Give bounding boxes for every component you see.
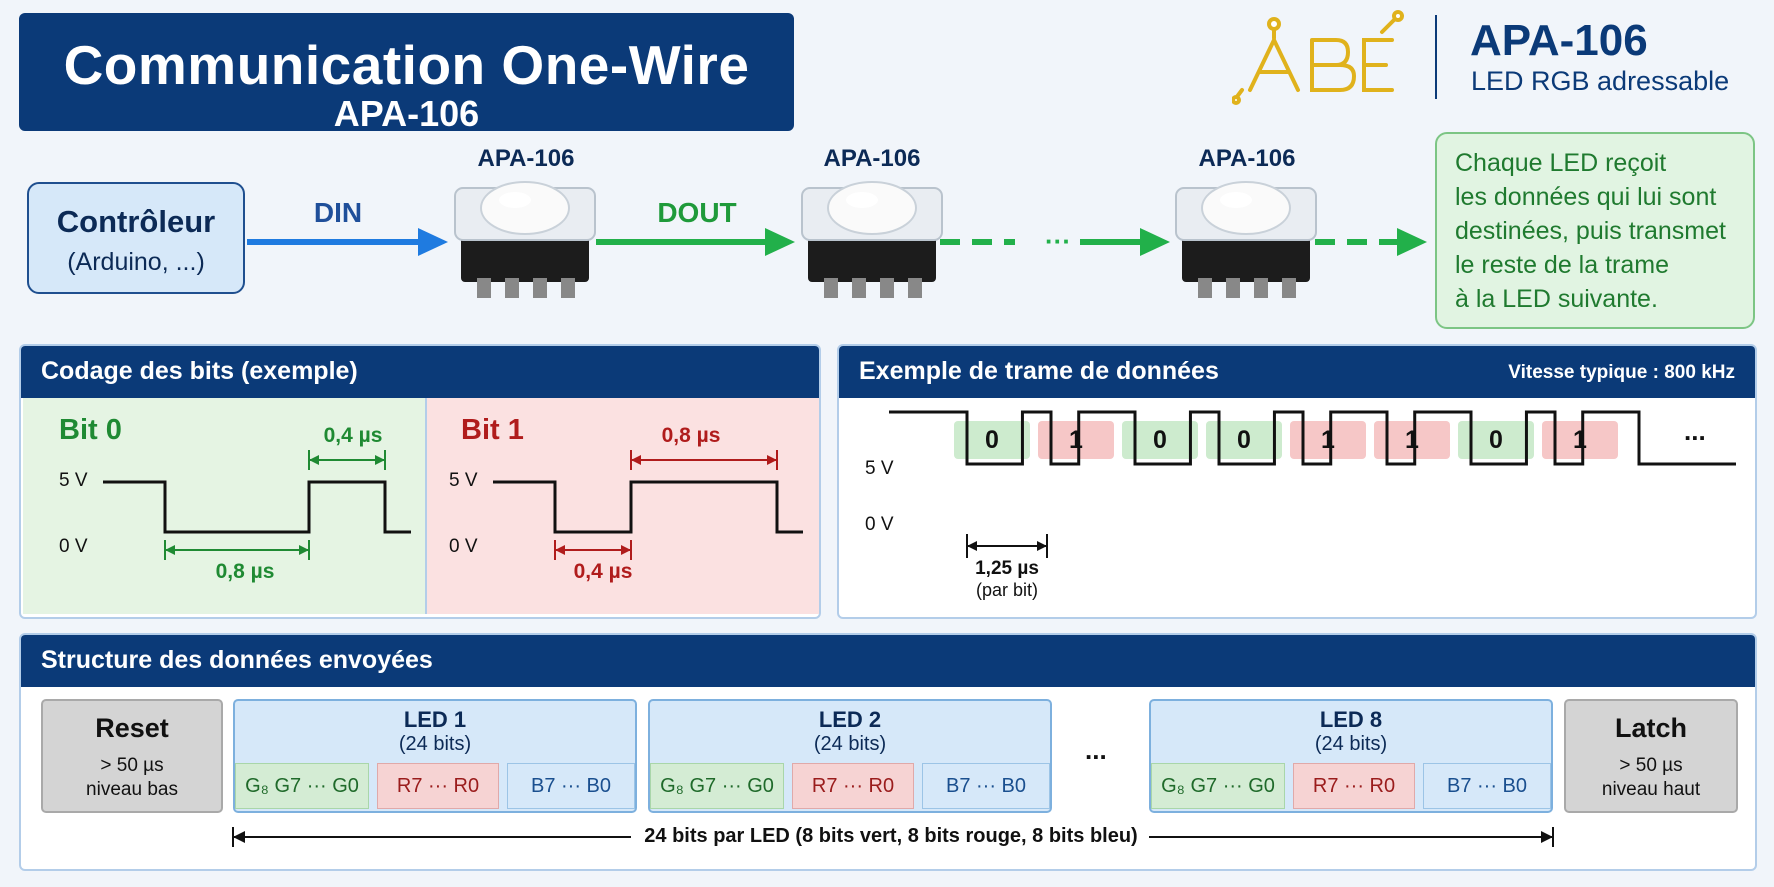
led-info-note: Chaque LED reçoit les données qui lui so… (1435, 132, 1755, 329)
bit1-low-time: 0,4 µs (573, 560, 633, 583)
bit0-low-time: 0,8 µs (215, 560, 275, 583)
page-title: Communication One-Wire (63, 34, 750, 96)
bit-coding-title: Codage des bits (exemple) (21, 346, 819, 398)
frame-waveform-area (889, 410, 1736, 558)
brand-subtitle: LED RGB adressable (1471, 66, 1730, 96)
reset-line1: > 50 µs (100, 755, 164, 776)
bit0-vhigh: 5 V (59, 470, 88, 491)
chain-diagram: ··· (247, 181, 1427, 298)
latch-title: Latch (1614, 713, 1687, 743)
led-label-3: APA-106 (1198, 145, 1296, 172)
frame-bit-time: 1,25 µs (975, 558, 1039, 579)
title-banner: Communication One-Wire APA-106 (19, 13, 794, 134)
controller-title: Contrôleur (56, 204, 216, 239)
bit1-high-time: 0,8 µs (661, 424, 721, 447)
led-chip-icon-2 (801, 181, 943, 298)
bit1-title: Bit 1 (461, 414, 524, 446)
bit1-vlow: 0 V (449, 536, 478, 557)
frame-panel: Exemple de trame de données Vitesse typi… (837, 344, 1757, 619)
latch-line2: niveau haut (1601, 779, 1701, 800)
led-chip-icon-1 (454, 181, 596, 298)
bit1-vhigh: 5 V (449, 470, 478, 491)
structure-footer: 24 bits par LED (8 bits vert, 8 bits rou… (644, 825, 1138, 847)
led8-blue-bits: B7 ··· B0 (1423, 763, 1551, 809)
latch-line1: > 50 µs (1619, 755, 1683, 776)
frame-speed: Vitesse typique : 800 kHz (1508, 362, 1735, 383)
bit-divider (425, 398, 427, 614)
latch-box: Latch > 50 µs niveau haut (1564, 699, 1738, 813)
brand-divider (1435, 15, 1437, 99)
abe-logo-icon (1232, 10, 1404, 105)
led-block-8: LED 8 (24 bits) G₈ G7 ··· G0 R7 ··· R0 B… (1149, 699, 1553, 813)
bit-coding-panel: Codage des bits (exemple) Bit 0 Bit 1 5 … (19, 344, 821, 619)
led2-green-bits: G₈ G7 ··· G0 (650, 763, 784, 809)
led8-red-bits: R7 ··· R0 (1293, 763, 1415, 809)
bit0-vlow: 0 V (59, 536, 88, 557)
note-line-4: le reste de la trame (1455, 251, 1669, 279)
structure-ellipsis: ... (1085, 735, 1107, 765)
frame-vlow: 0 V (865, 514, 894, 535)
led1-bits: (24 bits) (398, 733, 472, 755)
led8-bits: (24 bits) (1314, 733, 1388, 755)
bit1-waveform (493, 480, 803, 534)
led-chip-icon-3 (1175, 181, 1317, 298)
dout-label: DOUT (657, 197, 737, 228)
bit1-area (425, 398, 819, 614)
structure-title: Structure des données envoyées (21, 635, 1755, 687)
led-label-1: APA-106 (477, 145, 575, 172)
page-subtitle: APA-106 (333, 93, 480, 134)
note-line-5: à la LED suivante. (1455, 285, 1658, 313)
note-line-2: les données qui lui sont (1455, 183, 1717, 211)
bit0-high-time: 0,4 µs (323, 424, 383, 447)
bit0-title: Bit 0 (59, 414, 122, 446)
din-label: DIN (313, 197, 363, 228)
controller-box: Contrôleur (Arduino, ...) (27, 182, 245, 294)
reset-line2: niveau bas (86, 779, 178, 800)
led2-title: LED 2 (818, 707, 882, 732)
brand-title: APA-106 (1470, 16, 1648, 65)
led-label-2: APA-106 (823, 145, 921, 172)
din-arrow-head (418, 228, 448, 256)
arrow-to-led-3-head (1140, 228, 1170, 256)
note-line-3: destinées, puis transmet (1455, 217, 1726, 245)
led8-green-bits: G₈ G7 ··· G0 (1151, 763, 1285, 809)
led2-blue-bits: B7 ··· B0 (922, 763, 1050, 809)
frame-title: Exemple de trame de données (839, 346, 1755, 398)
led1-title: LED 1 (403, 707, 467, 732)
reset-box: Reset > 50 µs niveau bas (41, 699, 223, 813)
frame-waveform (889, 410, 1736, 466)
led1-red-bits: R7 ··· R0 (377, 763, 499, 809)
frame-vhigh: 5 V (865, 458, 894, 479)
led8-title: LED 8 (1319, 707, 1383, 732)
reset-title: Reset (95, 713, 169, 743)
structure-span-arrow (232, 827, 1554, 847)
bit-waveforms (103, 450, 803, 560)
bit0-area (23, 398, 425, 614)
led1-green-bits: G₈ G7 ··· G0 (235, 763, 369, 809)
led1-blue-bits: B7 ··· B0 (507, 763, 635, 809)
dout-arrow-head (765, 228, 795, 256)
led2-red-bits: R7 ··· R0 (792, 763, 914, 809)
controller-subtitle: (Arduino, ...) (67, 248, 205, 276)
structure-panel: Structure des données envoyées Reset > 5… (19, 633, 1757, 871)
led2-bits: (24 bits) (813, 733, 887, 755)
note-line-1: Chaque LED reçoit (1455, 149, 1667, 177)
svg-text:···: ··· (1045, 226, 1071, 256)
frame-ellipsis: ... (1684, 416, 1706, 446)
led-block-2: LED 2 (24 bits) G₈ G7 ··· G0 R7 ··· R0 B… (648, 699, 1052, 813)
dashed-arrow-head (1397, 228, 1427, 256)
frame-bit-time-note: (par bit) (975, 580, 1038, 600)
bit0-waveform (103, 480, 411, 534)
led-block-1: LED 1 (24 bits) G₈ G7 ··· G0 R7 ··· R0 B… (233, 699, 637, 813)
